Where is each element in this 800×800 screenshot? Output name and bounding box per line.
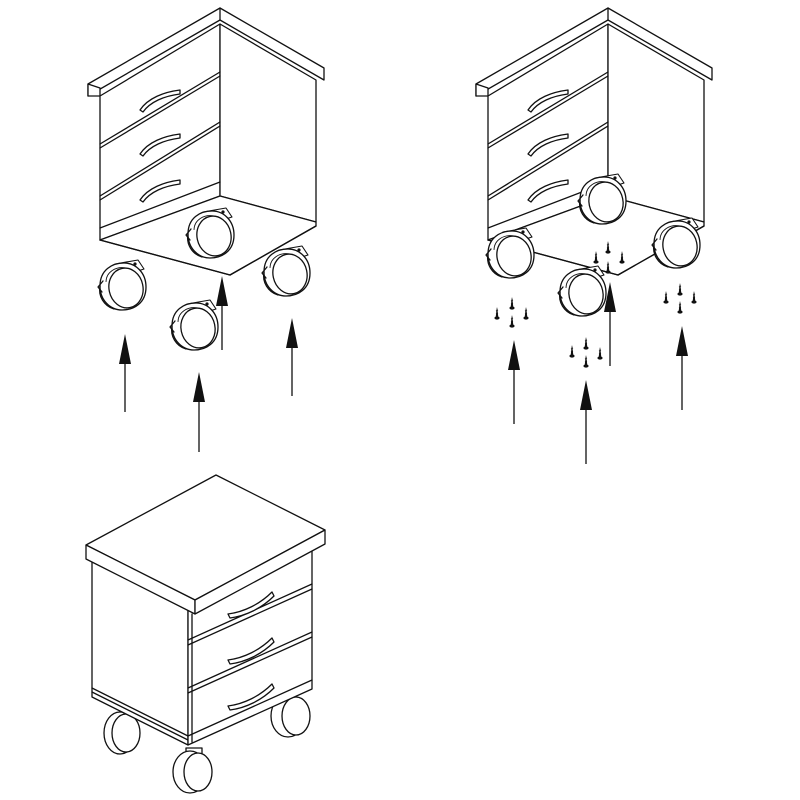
arrow-up xyxy=(119,334,131,412)
caster-wheel xyxy=(557,265,608,318)
drawer-handle xyxy=(227,637,275,665)
arrow-up xyxy=(216,276,228,350)
screw-set xyxy=(493,296,529,329)
step-1-attach-casters xyxy=(88,8,324,452)
step-3-finished-unit xyxy=(85,474,326,794)
arrow-up xyxy=(580,380,592,464)
caster-wheel xyxy=(172,747,213,794)
screw-set xyxy=(663,282,697,315)
arrow-up xyxy=(676,326,688,410)
caster-wheel xyxy=(169,299,220,352)
arrow-up xyxy=(604,282,616,366)
drawer-handle xyxy=(227,591,275,619)
screw-set xyxy=(569,336,603,369)
caster-wheel xyxy=(103,711,141,755)
caster-wheel xyxy=(97,259,148,312)
arrow-up xyxy=(193,372,205,452)
arrow-up xyxy=(508,340,520,424)
drawer-handle xyxy=(227,683,275,711)
caster-wheel xyxy=(261,245,312,298)
arrow-up xyxy=(286,318,298,396)
step-2-fix-casters-with-screws xyxy=(476,8,712,464)
